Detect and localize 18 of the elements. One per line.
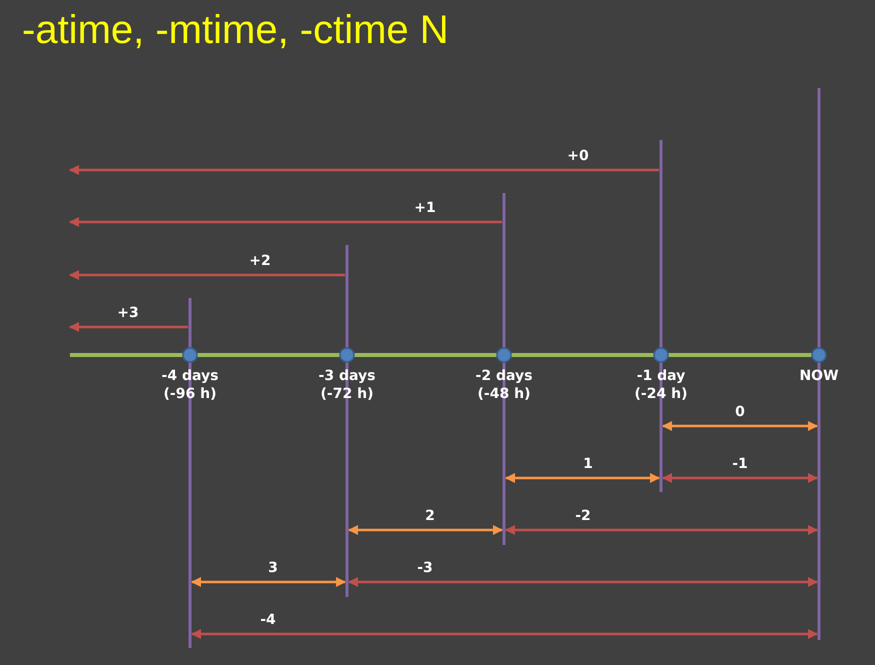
arrow (69, 217, 502, 227)
time-label: NOW (798, 367, 840, 385)
arrow (69, 270, 345, 280)
time-label: -2 days (-48 h) (474, 367, 534, 403)
arrow (348, 525, 503, 535)
title: -atime, -mtime, -ctime N (22, 8, 449, 53)
time-label: -4 days (-96 h) (160, 367, 220, 403)
arrow (662, 473, 818, 483)
time-label: -3 days (-72 h) (318, 367, 376, 403)
arrow (505, 525, 818, 535)
arrow (505, 473, 660, 483)
time-label: -1 day (-24 h) (634, 367, 688, 403)
arrow (348, 577, 818, 587)
arrow (191, 629, 818, 639)
arrow (191, 577, 346, 587)
arrow (69, 322, 188, 332)
arrow (69, 165, 659, 175)
arrow (662, 421, 818, 431)
